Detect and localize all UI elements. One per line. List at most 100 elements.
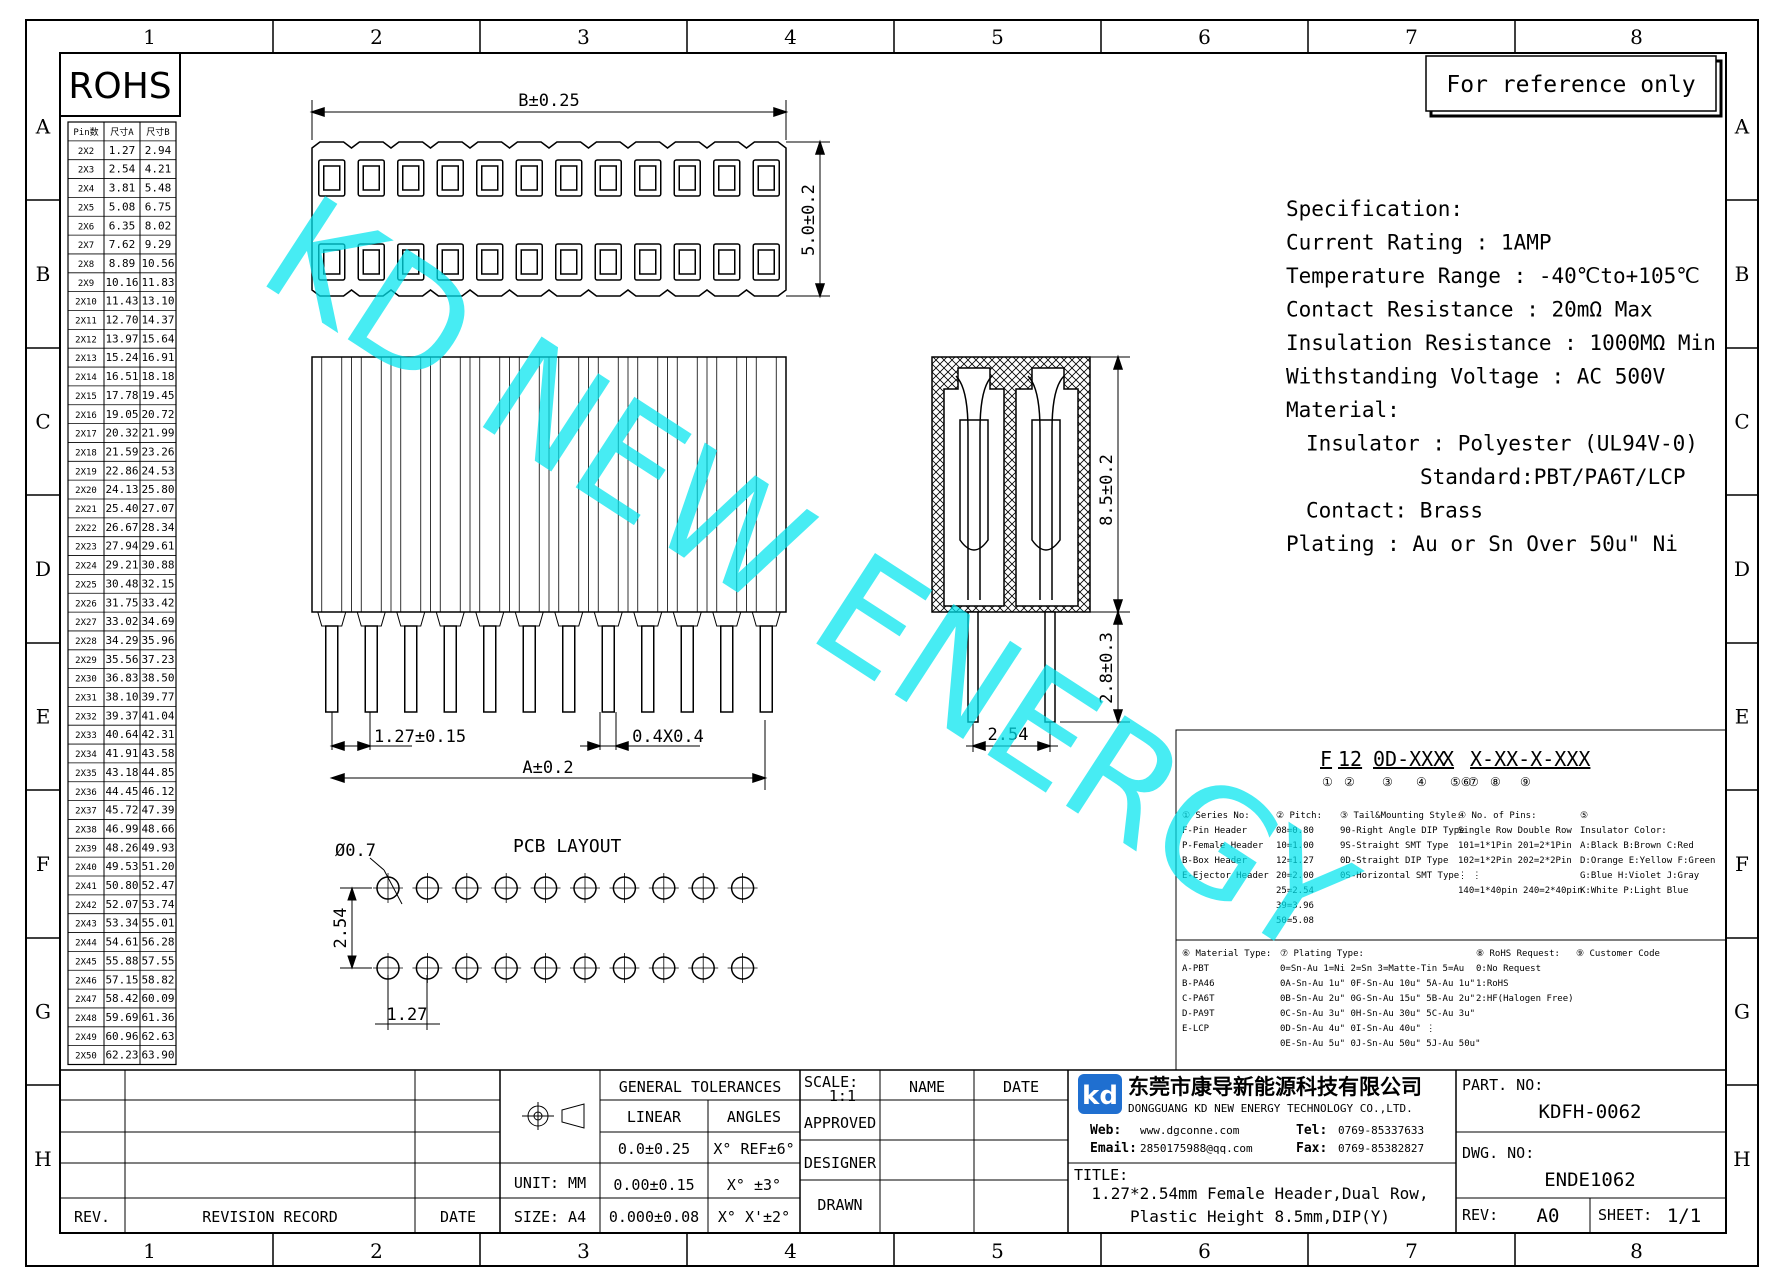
dim-row-pitch: 2.54 — [988, 725, 1029, 745]
contact-hole — [634, 243, 662, 281]
title-title-label: TITLE: — [1074, 1166, 1128, 1184]
part-code-option: 2:HF(Halogen Free) — [1476, 994, 1574, 1004]
table-cell: 2X31 — [75, 694, 97, 704]
table-cell: 42.31 — [141, 728, 174, 741]
tolerance-linear: 0.000±0.08 — [609, 1208, 699, 1226]
part-code-option: ⑦ Plating Type: — [1280, 949, 1364, 959]
grid-row-label: C — [35, 410, 50, 434]
table-cell: 63.90 — [141, 1049, 174, 1062]
table-cell: 2X41 — [75, 882, 97, 892]
title-company-en: DONGGUANG KD NEW ENERGY TECHNOLOGY CO.,L… — [1128, 1102, 1413, 1115]
table-cell: 1.27 — [109, 144, 136, 157]
table-cell: 2X19 — [75, 467, 97, 477]
dim-pin-section: 0.4X0.4 — [632, 727, 704, 747]
table-cell: 2X13 — [75, 354, 97, 364]
part-code-option: 90-Right Angle DIP Type — [1340, 826, 1465, 836]
contact-hole-inner — [678, 165, 696, 191]
table-cell: 7.62 — [109, 238, 136, 251]
standoff — [514, 611, 544, 627]
table-cell: 2X43 — [75, 920, 97, 930]
part-code-option: Single Row Double Row — [1458, 826, 1572, 836]
grid-row-label: A — [1734, 115, 1750, 139]
table-cell: 14.37 — [141, 314, 174, 327]
table-cell: 2X12 — [75, 335, 97, 345]
contact-hole — [476, 243, 504, 281]
grid-col-label: 6 — [1198, 1239, 1211, 1263]
title-angles: ANGLES — [727, 1108, 781, 1126]
contact-hole — [357, 159, 385, 197]
standoff — [396, 611, 426, 627]
spec-line: Plating : Au or Sn Over 50u" Ni — [1286, 532, 1678, 556]
table-cell: 43.18 — [105, 766, 138, 779]
table-cell: 53.34 — [105, 917, 138, 930]
title-email: 2850175988@qq.com — [1140, 1142, 1253, 1155]
table-cell: 2X6 — [78, 222, 94, 232]
table-cell: 2X49 — [75, 1033, 97, 1043]
part-code-option: D-PA9T — [1182, 1009, 1215, 1019]
table-cell: 43.58 — [141, 747, 174, 760]
table-cell: 50.80 — [105, 879, 138, 892]
part-code-option: G:Blue H:Violet J:Gray — [1580, 871, 1700, 881]
part-code-option: E-LCP — [1182, 1024, 1210, 1034]
grid-row-label: E — [1735, 705, 1750, 729]
title-web: www.dgconne.com — [1140, 1124, 1240, 1137]
table-cell: 2X47 — [75, 995, 97, 1005]
table-cell: 2X23 — [75, 543, 97, 553]
part-code-option: ⋮ ⋮ — [1458, 871, 1481, 881]
table-cell: 52.07 — [105, 898, 138, 911]
contact-hole-inner — [441, 165, 459, 191]
table-cell: 59.69 — [105, 1011, 138, 1024]
grid-col-label: 1 — [143, 1239, 156, 1263]
table-cell: 2X36 — [75, 788, 97, 798]
table-cell: 19.05 — [105, 408, 138, 421]
table-cell: 25.40 — [105, 502, 138, 515]
contact-hole-inner — [362, 249, 380, 275]
grid-row-label: G — [35, 1000, 51, 1024]
part-code-option: 101=1*1Pin 201=2*1Pin — [1458, 841, 1572, 851]
grid-row-label: D — [1734, 557, 1750, 581]
title-part-no: KDFH-0062 — [1539, 1101, 1642, 1123]
table-cell: 2X14 — [75, 373, 97, 383]
table-header: Pin数 — [73, 126, 98, 138]
table-cell: 5.08 — [109, 200, 136, 213]
title-rev-value: A0 — [1537, 1205, 1560, 1227]
grid-row-label: H — [1733, 1147, 1750, 1171]
contact-hole-inner — [757, 165, 775, 191]
contact-hole-inner — [520, 165, 538, 191]
table-cell: 2X42 — [75, 901, 97, 911]
contact-hole — [555, 243, 583, 281]
part-code-option: 25=2.54 — [1276, 886, 1314, 896]
part-code-marker: ⑤⑥ — [1450, 775, 1472, 789]
dim-pitch: 1.27±0.15 — [374, 727, 466, 747]
table-cell: 8.89 — [109, 257, 136, 270]
table-cell: 31.75 — [105, 596, 138, 609]
title-company-cn: 东莞市康导新能源科技有限公司 — [1128, 1075, 1422, 1099]
part-code-option: ⑥ Material Type: — [1182, 949, 1271, 959]
contact-hole — [752, 243, 780, 281]
table-cell: 41.04 — [141, 709, 174, 722]
table-cell: 2X10 — [75, 298, 97, 308]
pin — [522, 625, 536, 713]
part-code-marker: ④ — [1416, 775, 1427, 789]
table-cell: 15.64 — [141, 332, 174, 345]
part-code-option: C-PA6T — [1182, 994, 1215, 1004]
table-cell: 39.77 — [141, 691, 174, 704]
part-code-option: 0S-Horizontal SMT Type — [1340, 871, 1459, 881]
table-cell: 34.29 — [105, 634, 138, 647]
contact-hole — [318, 243, 346, 281]
table-cell: 40.64 — [105, 728, 138, 741]
dim-pcb-pitch: 1.27 — [387, 1005, 428, 1025]
table-cell: 47.39 — [141, 804, 174, 817]
standoff — [633, 611, 663, 627]
grid-row-label: E — [36, 705, 51, 729]
part-code-option: ⑧ RoHS Request: — [1476, 949, 1560, 959]
table-cell: 18.18 — [141, 370, 174, 383]
pin — [720, 625, 734, 713]
table-cell: 2X15 — [75, 392, 97, 402]
part-code-option: 50=5.08 — [1276, 916, 1314, 926]
title-dwg-no-label: DWG. NO: — [1462, 1144, 1534, 1162]
part-code-option: 102=1*2Pin 202=2*2Pin — [1458, 856, 1572, 866]
contact-hole — [515, 159, 543, 197]
contact-hole-inner — [362, 165, 380, 191]
table-cell: 16.51 — [105, 370, 138, 383]
